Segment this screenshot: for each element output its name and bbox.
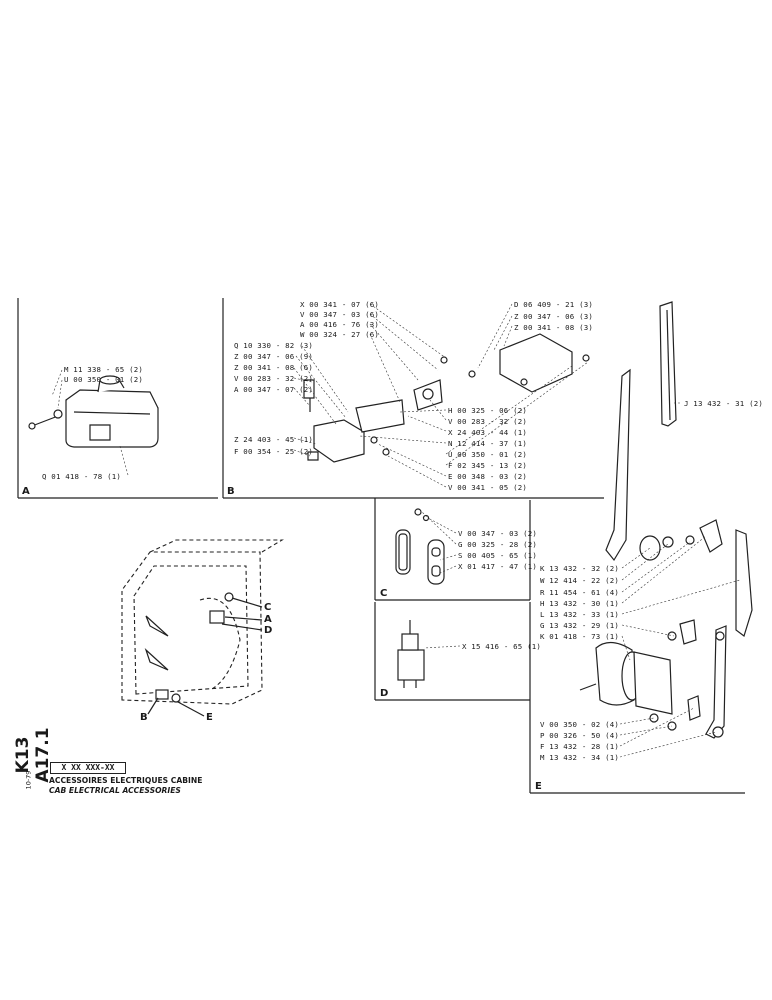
callout-b: B — [140, 712, 148, 723]
part-label: K 01 418 - 73 (1) — [540, 632, 620, 641]
cab-overview-drawing — [121, 539, 284, 705]
part-label: V 00 347 - 03 (6) — [300, 310, 380, 319]
part-label: R 11 454 - 61 (4) — [540, 588, 620, 597]
part-label: X 24 403 - 44 (1) — [448, 428, 528, 437]
part-label: X 15 416 - 65 (1) — [462, 642, 542, 651]
cab-detail-marks — [144, 592, 263, 717]
panel-e-frame — [529, 700, 745, 794]
wiper-system-drawing — [579, 301, 753, 739]
part-label: E 00 348 - 03 (2) — [448, 472, 528, 481]
part-label: V 00 350 - 02 (4) — [540, 720, 620, 729]
part-label: G 00 325 - 28 (2) — [458, 540, 538, 549]
date-reference: 10-79 — [24, 770, 33, 790]
part-label: D 06 409 - 21 (3) — [514, 300, 594, 309]
part-label: A 00 416 - 76 (3) — [300, 320, 380, 329]
callout-e: E — [206, 712, 213, 723]
panel-a-frame — [17, 298, 218, 499]
part-label: F 13 432 - 28 (1) — [540, 742, 620, 751]
part-label: W 00 324 - 27 (6) — [300, 330, 380, 339]
part-label: K 13 432 - 32 (2) — [540, 564, 620, 573]
panel-e-letter: E — [535, 781, 542, 792]
part-label: N 12 414 - 37 (1) — [448, 439, 528, 448]
part-label: W 12 414 - 22 (2) — [540, 576, 620, 585]
part-label: V 00 283 - 32 (2) — [234, 374, 314, 383]
part-label: H 13 432 - 30 (1) — [540, 599, 620, 608]
part-label: G 13 432 - 29 (1) — [540, 621, 620, 630]
page-reference: K13 A17.1 — [13, 727, 53, 783]
part-label: S 00 405 - 65 (1) — [458, 551, 538, 560]
panel-d-frame — [374, 602, 531, 701]
part-label: F 02 345 - 13 (2) — [448, 461, 528, 470]
panel-c-letter: C — [380, 588, 388, 599]
part-label: J 13 432 - 31 (2) — [684, 399, 764, 408]
reservoir-drawing — [28, 375, 159, 448]
callout-d: D — [264, 625, 273, 636]
panel-c-frame — [374, 498, 531, 601]
part-label: Z 00 347 - 06 (9) — [234, 352, 314, 361]
push-switch-drawing — [395, 508, 445, 585]
part-label: X 01 417 - 47 (1) — [458, 562, 538, 571]
part-label: X 00 341 - 07 (6) — [300, 300, 380, 309]
part-label: M 11 338 - 65 (2) — [64, 365, 144, 374]
panel-d-letter: D — [380, 688, 389, 699]
panel-a-letter: A — [22, 486, 30, 497]
part-label: H 00 325 - 06 (2) — [448, 406, 528, 415]
part-label: V 00 341 - 05 (2) — [448, 483, 528, 492]
part-label: Z 00 341 - 08 (3) — [514, 323, 594, 332]
part-label: V 00 283 - 32 (2) — [448, 417, 528, 426]
part-code-box: X XX XXX-XX — [50, 762, 126, 774]
title-french: ACCESSOIRES ELECTRIQUES CABINE — [49, 776, 203, 785]
panel-b-frame — [222, 298, 604, 499]
title-english: CAB ELECTRICAL ACCESSORIES — [49, 786, 181, 795]
part-label: M 13 432 - 34 (1) — [540, 753, 620, 762]
part-label: Z 00 341 - 08 (6) — [234, 363, 314, 372]
part-label: Q 10 330 - 82 (3) — [234, 341, 314, 350]
part-label: U 00 350 - 01 (2) — [64, 375, 144, 384]
callout-a: A — [264, 614, 272, 625]
part-label: P 00 326 - 50 (4) — [540, 731, 620, 740]
leader-lines — [51, 303, 741, 758]
part-label: Z 24 403 - 45 (1) — [234, 435, 314, 444]
toggle-switch-drawing — [397, 620, 425, 688]
callout-c: C — [264, 602, 272, 613]
relay-assembly-drawing — [303, 333, 590, 463]
part-label: V 00 347 - 03 (2) — [458, 529, 538, 538]
part-label: U 00 350 - 01 (2) — [448, 450, 528, 459]
part-label: F 00 354 - 25 (2) — [234, 447, 314, 456]
part-label: Q 01 418 - 78 (1) — [42, 472, 122, 481]
part-label: L 13 432 - 33 (1) — [540, 610, 620, 619]
part-label: Z 00 347 - 06 (3) — [514, 312, 594, 321]
panel-b-letter: B — [227, 486, 235, 497]
part-label: A 00 347 - 07 (2) — [234, 385, 314, 394]
